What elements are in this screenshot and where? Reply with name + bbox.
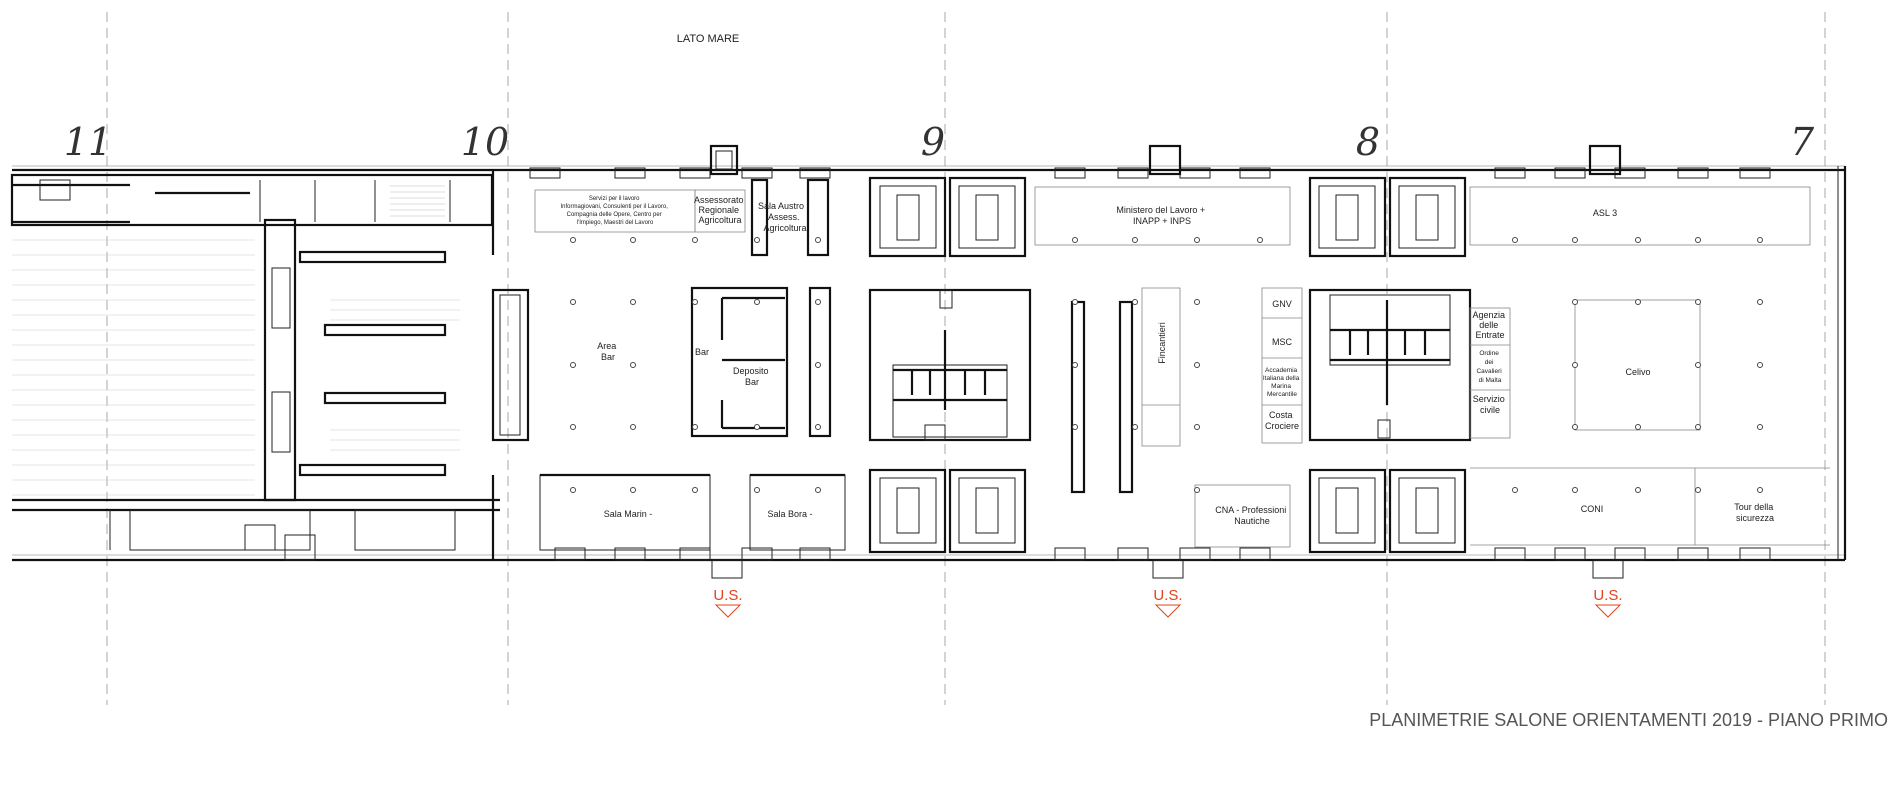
label-area-bar: Area Bar — [597, 341, 619, 362]
exit-marker: U.S. — [711, 559, 743, 618]
core-blocks — [868, 288, 1472, 442]
label-asl3: ASL 3 — [1593, 208, 1617, 218]
label-msc: MSC — [1272, 337, 1293, 347]
axis-number-10: 10 — [461, 120, 509, 164]
label-sala-marin: Sala Marin - — [604, 509, 653, 519]
label-bar: Bar — [695, 347, 709, 357]
label-ordine: Ordine dei Cavalieri di Malta — [1476, 350, 1503, 384]
exit-marker: U.S. — [1592, 559, 1624, 618]
label-costa: Costa Crociere — [1265, 410, 1299, 431]
axis-number-8: 8 — [1356, 120, 1380, 164]
stair-blocks — [868, 176, 1467, 554]
top-label: LATO MARE — [677, 33, 740, 45]
axis-number-9: 9 — [921, 120, 945, 164]
label-servizio-civile: Servizio civile — [1473, 394, 1508, 415]
label-servizi-lavoro: Servizi per il lavoro Informagiovani, Co… — [560, 196, 669, 226]
exit-label: U.S. — [713, 587, 742, 604]
page-title: PLANIMETRIE SALONE ORIENTAMENTI 2019 - P… — [1369, 710, 1888, 730]
rooms-section-10-9 — [534, 178, 846, 551]
building-outline — [12, 165, 1847, 562]
axis-numbers: 11 10 9 8 7 — [64, 120, 1815, 164]
rooms-section-9-8 — [1034, 186, 1303, 548]
label-agenzia: Agenzia delle Entrate — [1472, 310, 1507, 340]
columns — [570, 237, 1763, 493]
axis-number-11: 11 — [64, 120, 112, 164]
axis-number-7: 7 — [1790, 120, 1815, 164]
label-deposito-bar: Deposito Bar — [733, 366, 771, 387]
label-assessorato: Assessorato Regionale Agricoltura — [694, 195, 746, 225]
rooms-section-8-7 — [1469, 186, 1830, 546]
label-fincantieri: Fincantieri — [1157, 322, 1167, 364]
label-cna: CNA - Professioni Nautiche — [1215, 505, 1289, 526]
label-coni: CONI — [1581, 504, 1604, 514]
exit-label: U.S. — [1593, 587, 1622, 604]
label-gnv: GNV — [1272, 299, 1292, 309]
exit-marker: U.S. — [1152, 559, 1184, 618]
label-ministero: Ministero del Lavoro + INAPP + INPS — [1116, 205, 1207, 226]
emergency-exits: U.S. U.S. U.S. — [711, 559, 1624, 618]
grid-axes — [106, 12, 1826, 705]
label-accademia: Accademia Italiana della Marina Mercanti… — [1263, 367, 1301, 398]
label-celivo: Celivo — [1625, 367, 1650, 377]
left-wing — [10, 170, 530, 561]
label-tour: Tour della sicurezza — [1734, 502, 1776, 523]
label-sala-bora: Sala Bora - — [767, 509, 812, 519]
facade-piers — [529, 144, 1771, 561]
exit-label: U.S. — [1153, 587, 1182, 604]
label-sala-austro: Sala Austro - Assess. Agricoltura — [758, 201, 812, 233]
room-labels: Servizi per il lavoro Informagiovani, Co… — [560, 195, 1776, 526]
